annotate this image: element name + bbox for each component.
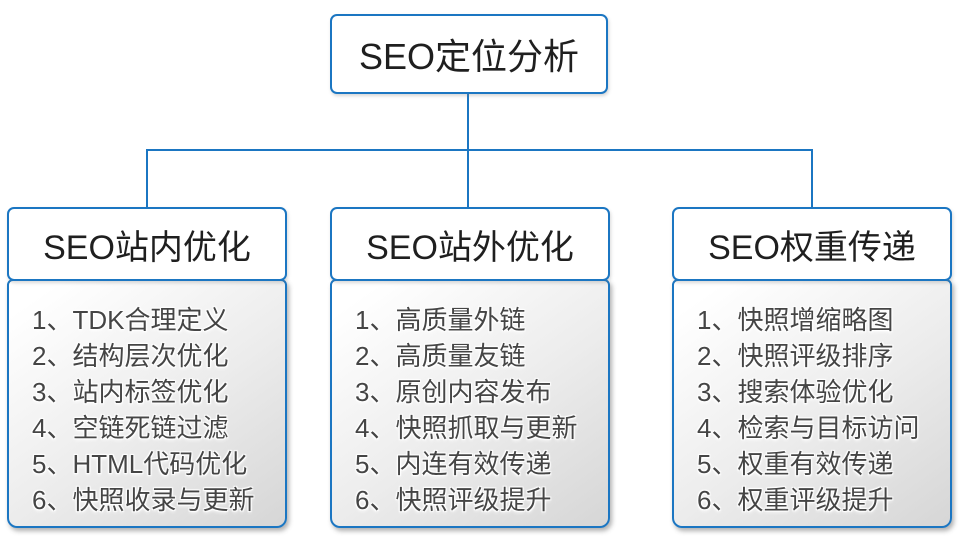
- list-item: 3、原创内容发布: [355, 377, 552, 407]
- list-item: 5、HTML代码优化: [32, 449, 248, 479]
- branch-list-offsite: 1、高质量外链 2、高质量友链 3、原创内容发布 4、快照抓取与更新 5、内连有…: [330, 279, 610, 528]
- list-item: 1、快照增缩略图: [697, 305, 894, 335]
- list-item: 6、快照收录与更新: [32, 485, 255, 515]
- connector-root-drop: [467, 94, 469, 150]
- branch-title-weight: SEO权重传递: [672, 207, 952, 281]
- root-node-seo-positioning-analysis: SEO定位分析: [330, 14, 608, 94]
- branch-list-onsite: 1、TDK合理定义 2、结构层次优化 3、站内标签优化 4、空链死链过滤 5、H…: [7, 279, 287, 528]
- branch-offsite-optimization: SEO站外优化 1、高质量外链 2、高质量友链 3、原创内容发布 4、快照抓取与…: [330, 207, 610, 528]
- list-item: 4、快照抓取与更新: [355, 413, 578, 443]
- list-item: 2、快照评级排序: [697, 341, 894, 371]
- list-item: 5、内连有效传递: [355, 449, 552, 479]
- connector-drop-left: [146, 149, 148, 207]
- branch-list-weight: 1、快照增缩略图 2、快照评级排序 3、搜索体验优化 4、检索与目标访问 5、权…: [672, 279, 952, 528]
- connector-horizontal: [146, 149, 813, 151]
- list-item: 5、权重有效传递: [697, 449, 894, 479]
- list-item: 2、高质量友链: [355, 341, 526, 371]
- list-item: 4、空链死链过滤: [32, 413, 229, 443]
- list-item: 1、TDK合理定义: [32, 305, 229, 335]
- list-item: 4、检索与目标访问: [697, 413, 920, 443]
- connector-drop-middle: [467, 149, 469, 207]
- branch-title-onsite: SEO站内优化: [7, 207, 287, 281]
- list-item: 2、结构层次优化: [32, 341, 229, 371]
- list-item: 6、快照评级提升: [355, 485, 552, 515]
- list-item: 3、站内标签优化: [32, 377, 229, 407]
- branch-onsite-optimization: SEO站内优化 1、TDK合理定义 2、结构层次优化 3、站内标签优化 4、空链…: [7, 207, 287, 528]
- list-item: 6、权重评级提升: [697, 485, 894, 515]
- branch-title-offsite: SEO站外优化: [330, 207, 610, 281]
- list-item: 1、高质量外链: [355, 305, 526, 335]
- connector-drop-right: [811, 149, 813, 207]
- list-item: 3、搜索体验优化: [697, 377, 894, 407]
- branch-weight-transfer: SEO权重传递 1、快照增缩略图 2、快照评级排序 3、搜索体验优化 4、检索与…: [672, 207, 952, 528]
